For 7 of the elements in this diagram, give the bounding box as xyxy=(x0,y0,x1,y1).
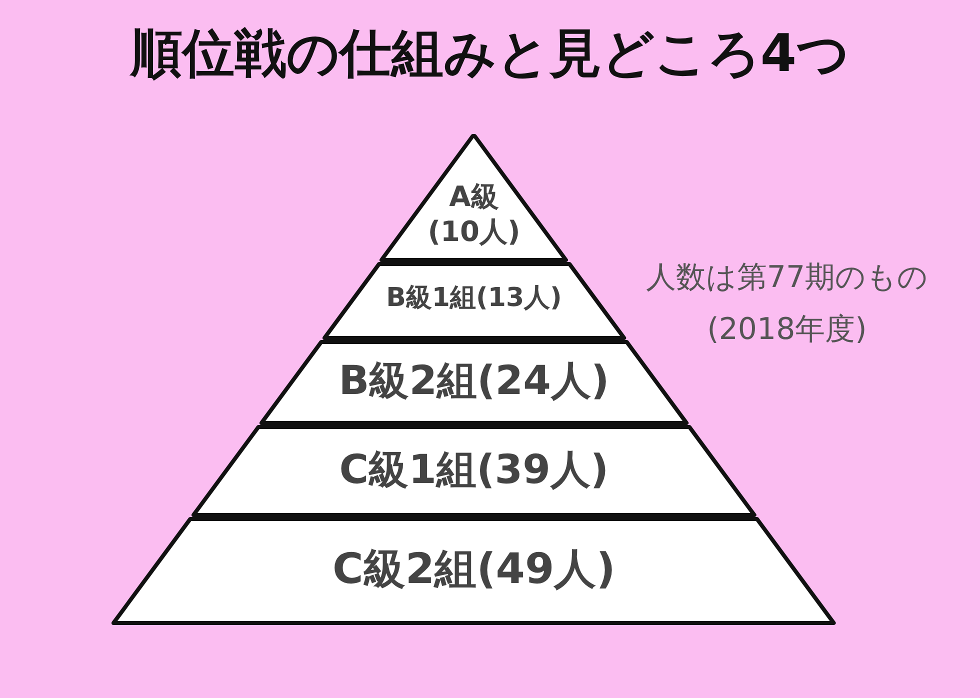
tier-label: B級2組(24人) xyxy=(338,357,610,406)
tier-label: C級2組(49人) xyxy=(332,543,616,595)
tier-label: C級1組(39人) xyxy=(338,446,610,495)
tier-label: B級1組(13人) xyxy=(385,282,563,314)
title: 順位戦の仕組みと見どころ4つ xyxy=(128,23,851,86)
tier-label: A級(10人) xyxy=(426,179,522,249)
note: 人数は第77期のもの(2018年度) xyxy=(644,259,930,349)
